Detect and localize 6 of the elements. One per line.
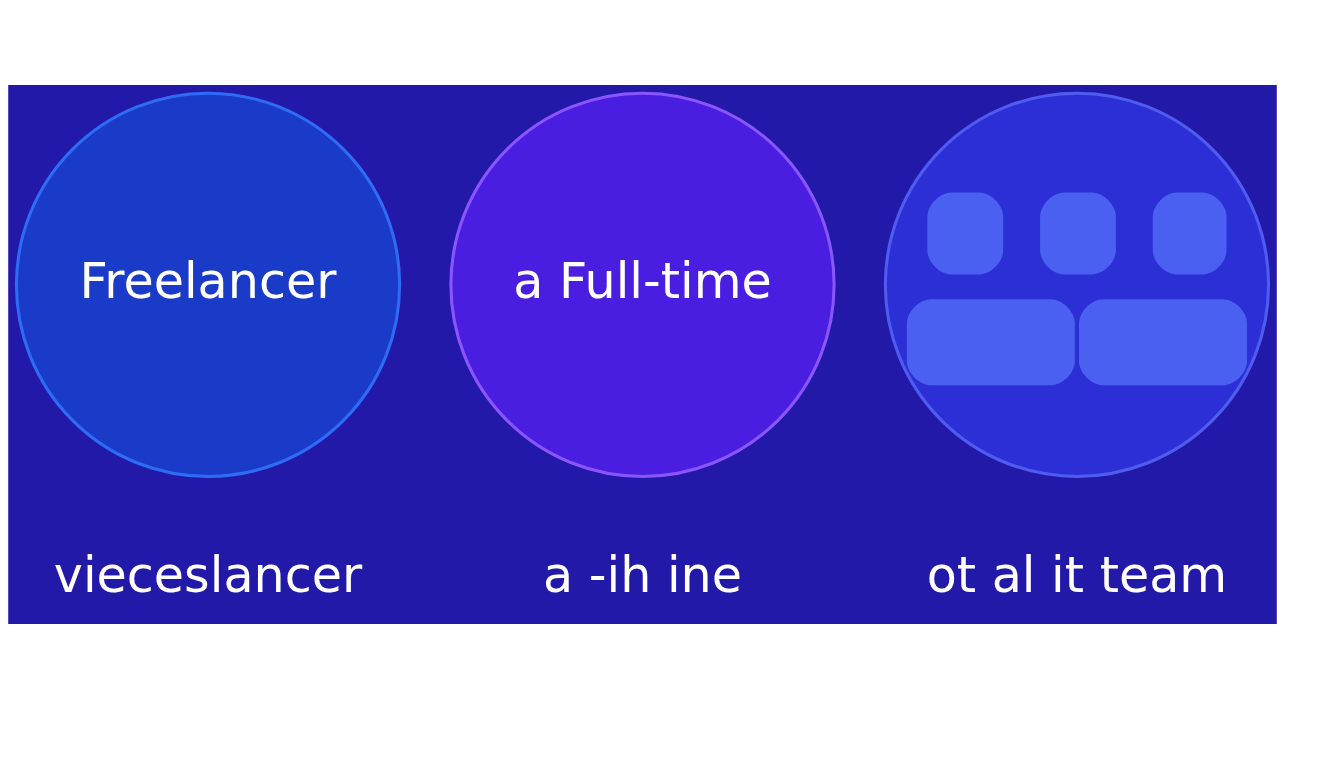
- node-person: [883, 91, 1271, 478]
- node-label: vieceslancer: [53, 545, 363, 604]
- node-label: ot al it team: [926, 545, 1228, 604]
- node-circle: Freelancer: [14, 91, 402, 478]
- node-circle: a Full-time: [449, 91, 836, 478]
- node-label: a -ih ine: [542, 545, 743, 604]
